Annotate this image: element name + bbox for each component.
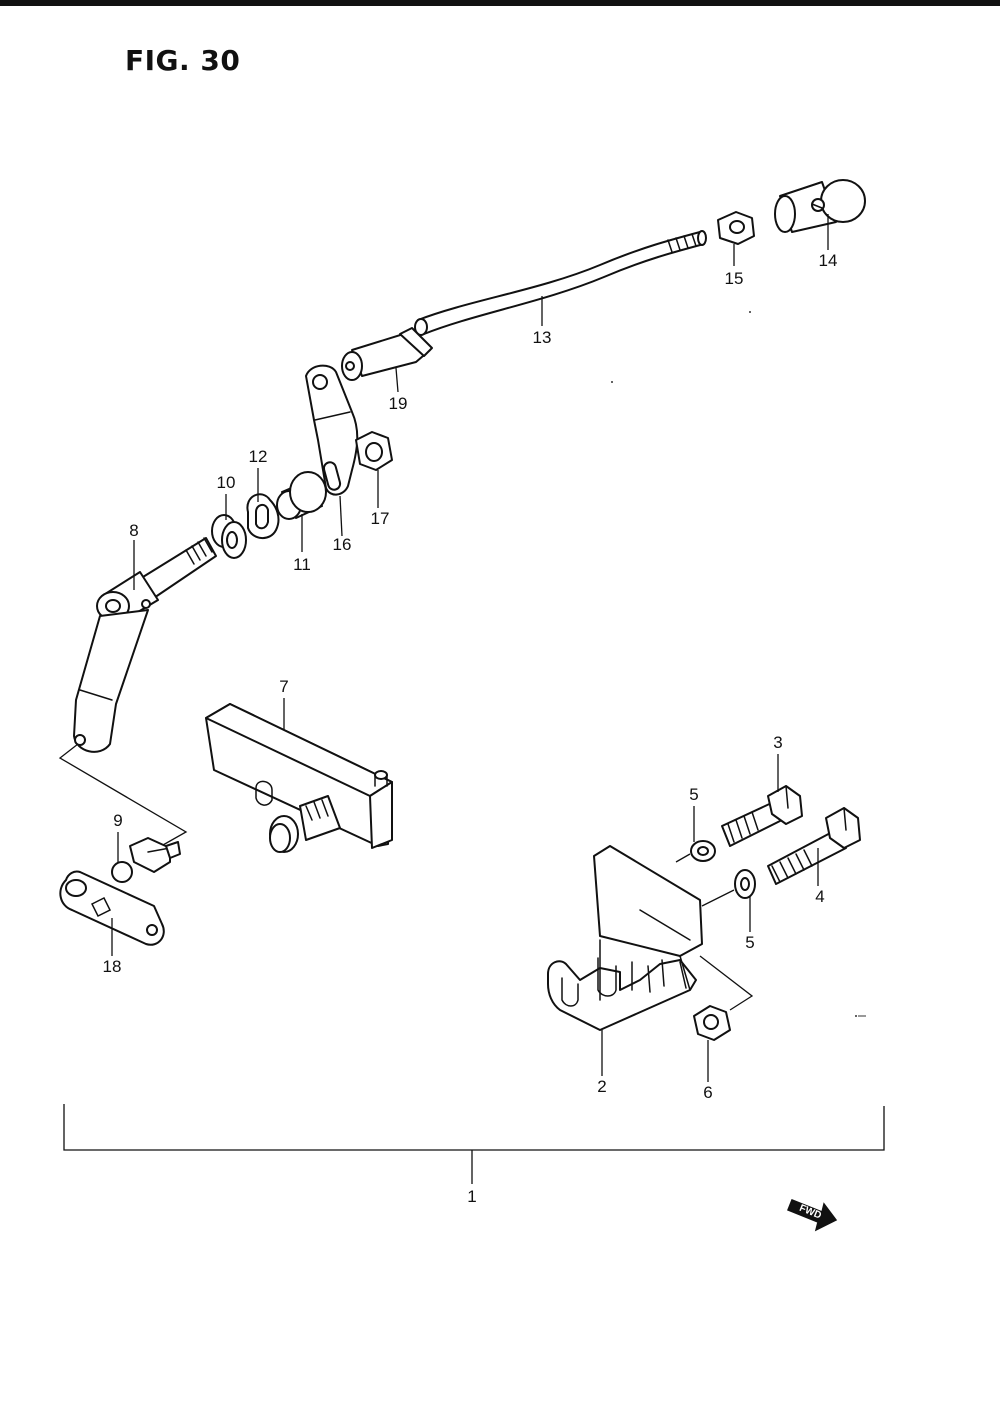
- part-16-lever-plate: [305, 364, 359, 496]
- callout-leader-lines: [111, 214, 829, 1082]
- part-12-clip: [246, 493, 280, 539]
- part-19-rod-end: [341, 327, 433, 381]
- callout-6: 6: [703, 1083, 712, 1102]
- part-4-bolt: [767, 807, 861, 885]
- part-13-shift-rod: [414, 230, 707, 336]
- part-6-nut: [693, 1005, 731, 1041]
- part-5-washer-lower: [734, 869, 756, 899]
- part-3-bolt: [721, 785, 803, 847]
- part-10-washer: [211, 514, 247, 559]
- callout-labels: 8 10 12 11 16 17 19 13 15 14 7 9 18 3 4 …: [103, 251, 838, 1206]
- part-15-nut: [717, 211, 755, 245]
- part-9-ball-pin: [111, 837, 181, 883]
- callout-14: 14: [819, 251, 838, 270]
- figure-title: FIG. 30: [125, 44, 241, 77]
- callout-12: 12: [249, 447, 268, 466]
- forward-arrow-icon: FWD: [787, 1199, 838, 1232]
- part-17-nut: [355, 431, 393, 471]
- callout-5-upper: 5: [689, 785, 698, 804]
- callout-16: 16: [333, 535, 352, 554]
- scan-specks: [611, 311, 866, 1017]
- part-11-bushing: [276, 471, 327, 520]
- top-border: [0, 0, 1000, 6]
- callout-7: 7: [279, 677, 288, 696]
- callout-9: 9: [113, 811, 122, 830]
- assembly-lines-bracket: [675, 853, 754, 1011]
- part-2-bracket: [547, 845, 703, 1031]
- part-5-washer-upper: [690, 840, 716, 862]
- callout-3: 3: [773, 733, 782, 752]
- callout-11: 11: [293, 555, 311, 574]
- callout-13: 13: [533, 328, 552, 347]
- callout-2: 2: [597, 1077, 606, 1096]
- callout-8: 8: [129, 521, 138, 540]
- part-7-guide-block: [205, 703, 393, 853]
- assembly-bracket-part-1: [63, 1104, 885, 1184]
- callout-18: 18: [103, 957, 122, 976]
- assembly-lines-lever: [58, 743, 188, 859]
- callout-1: 1: [467, 1187, 476, 1206]
- callout-5-lower: 5: [745, 933, 754, 952]
- callout-10: 10: [217, 473, 236, 492]
- part-18-link-end: [59, 870, 165, 946]
- callout-19: 19: [389, 394, 408, 413]
- part-8-shift-lever: [73, 537, 217, 753]
- part-14-connector: [774, 179, 866, 233]
- callout-15: 15: [725, 269, 744, 288]
- callout-17: 17: [371, 509, 390, 528]
- callout-4: 4: [815, 887, 824, 906]
